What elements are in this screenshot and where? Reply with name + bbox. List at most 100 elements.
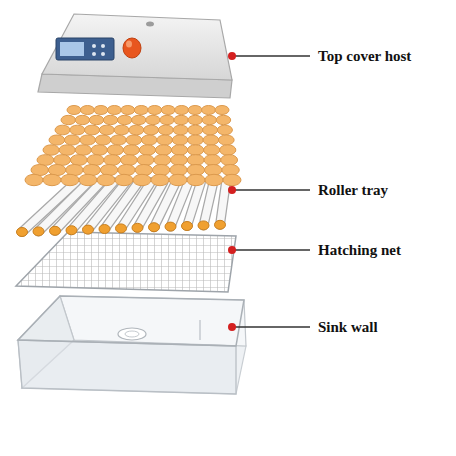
- egg: [215, 106, 229, 115]
- egg: [91, 145, 107, 155]
- egg: [175, 106, 189, 115]
- egg: [169, 174, 187, 185]
- egg: [135, 164, 152, 175]
- roller-cap: [215, 220, 226, 229]
- egg: [107, 106, 121, 115]
- egg: [115, 174, 133, 185]
- egg: [61, 174, 79, 185]
- roller-cap: [66, 226, 77, 235]
- egg: [203, 135, 219, 145]
- egg: [155, 145, 171, 155]
- egg: [55, 125, 70, 135]
- roller-tube: [204, 182, 214, 225]
- egg: [118, 164, 135, 175]
- roller-cap: [33, 227, 44, 236]
- egg: [100, 164, 117, 175]
- egg: [144, 125, 159, 135]
- sink-wall-box: [18, 296, 246, 394]
- egg: [173, 125, 188, 135]
- roller-cap: [198, 221, 209, 230]
- egg: [59, 145, 75, 155]
- roller-cap: [17, 228, 28, 237]
- egg: [70, 155, 87, 166]
- top-cover: [38, 14, 232, 98]
- egg: [171, 155, 188, 166]
- egg: [114, 125, 129, 135]
- roller-cap: [83, 225, 94, 234]
- egg: [79, 174, 97, 185]
- egg: [75, 115, 90, 124]
- egg: [146, 115, 161, 124]
- egg: [187, 174, 205, 185]
- roller-cap: [50, 226, 61, 235]
- egg: [223, 174, 241, 185]
- egg: [188, 135, 204, 145]
- egg: [67, 106, 81, 115]
- egg: [137, 155, 154, 166]
- egg: [94, 106, 108, 115]
- egg: [203, 125, 218, 135]
- egg: [160, 115, 175, 124]
- egg-layer: [25, 106, 241, 186]
- egg: [97, 174, 115, 185]
- egg: [216, 115, 231, 124]
- egg: [43, 145, 59, 155]
- egg: [49, 135, 65, 145]
- egg: [148, 106, 162, 115]
- egg: [157, 135, 173, 145]
- egg: [99, 125, 114, 135]
- egg: [132, 115, 147, 124]
- egg: [188, 106, 202, 115]
- egg: [64, 135, 80, 145]
- part-label: Top cover host: [318, 47, 411, 65]
- egg: [80, 106, 94, 115]
- egg: [70, 125, 85, 135]
- egg: [89, 115, 104, 124]
- egg: [205, 174, 223, 185]
- egg: [121, 155, 138, 166]
- egg: [85, 125, 100, 135]
- egg: [151, 174, 169, 185]
- egg: [202, 106, 216, 115]
- egg: [121, 106, 135, 115]
- egg: [204, 145, 220, 155]
- roller-cap: [149, 223, 160, 232]
- egg: [134, 106, 148, 115]
- egg: [43, 174, 61, 185]
- egg: [171, 145, 187, 155]
- egg: [154, 155, 171, 166]
- egg: [111, 135, 127, 145]
- egg: [95, 135, 111, 145]
- roller-tray: [17, 182, 227, 237]
- egg: [80, 135, 96, 145]
- egg: [107, 145, 123, 155]
- egg: [202, 115, 217, 124]
- egg: [83, 164, 100, 175]
- egg: [204, 155, 221, 166]
- egg: [133, 174, 151, 185]
- egg: [61, 115, 76, 124]
- egg: [126, 135, 142, 145]
- part-label: Roller tray: [318, 181, 388, 199]
- roller-cap: [132, 223, 143, 232]
- egg: [187, 155, 204, 166]
- egg: [188, 115, 203, 124]
- egg: [218, 135, 234, 145]
- egg: [174, 115, 189, 124]
- egg: [220, 145, 236, 155]
- roller-tube: [220, 182, 226, 225]
- egg: [217, 125, 232, 135]
- egg: [139, 145, 155, 155]
- egg: [103, 115, 118, 124]
- egg: [172, 135, 188, 145]
- egg: [37, 155, 54, 166]
- part-label: Sink wall: [318, 318, 378, 336]
- egg: [161, 106, 175, 115]
- egg: [54, 155, 71, 166]
- egg: [141, 135, 157, 145]
- roller-tube: [204, 182, 214, 225]
- hatching-net: [16, 232, 236, 292]
- egg: [87, 155, 104, 166]
